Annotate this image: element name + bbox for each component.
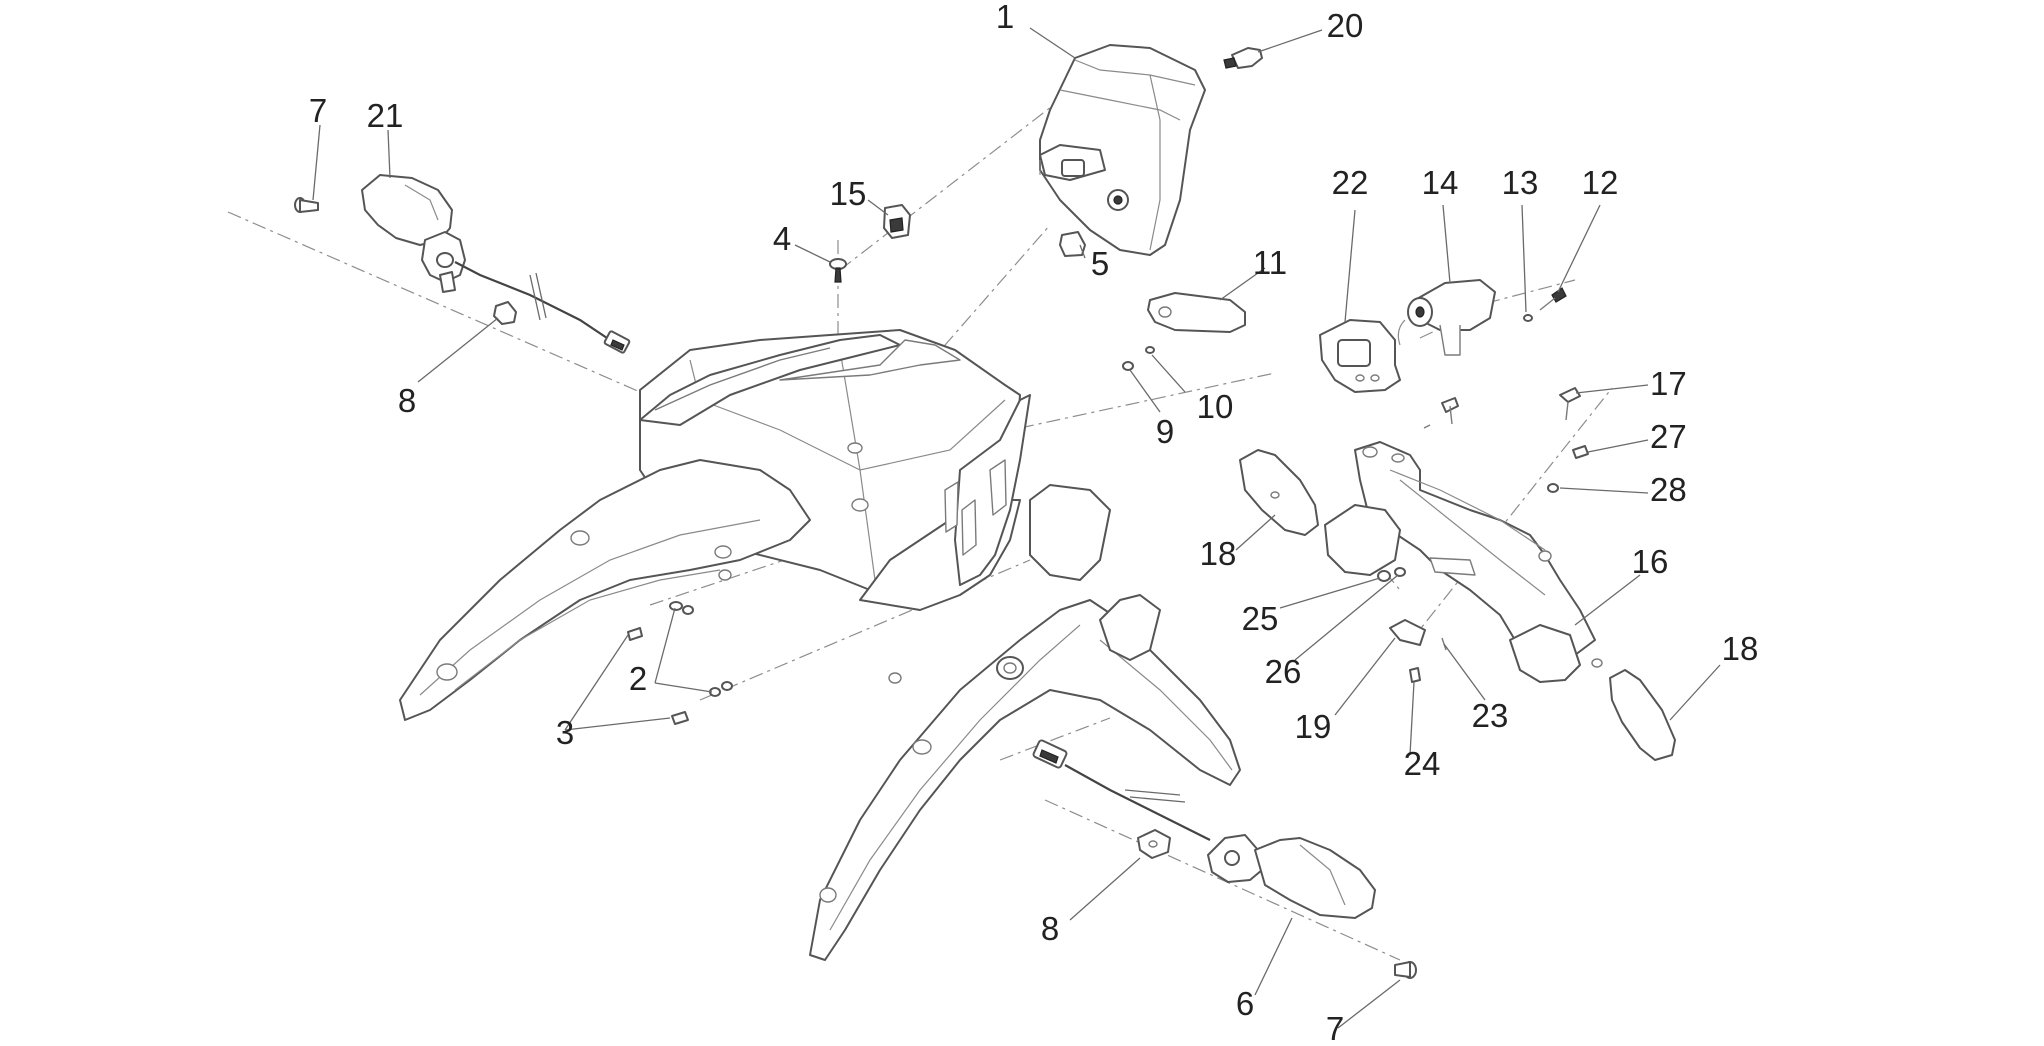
callout-4: 4 bbox=[773, 220, 791, 257]
clip-8-top bbox=[493, 301, 517, 325]
callout-7-bottom: 7 bbox=[1326, 1010, 1344, 1046]
turn-signal-left bbox=[361, 174, 631, 354]
screw-4 bbox=[829, 258, 847, 283]
callout-8: 8 bbox=[398, 382, 416, 419]
callout-8-bottom: 8 bbox=[1041, 910, 1059, 947]
assembly-lines bbox=[227, 99, 1613, 961]
rear-fender-body bbox=[399, 329, 1241, 961]
callout-22: 22 bbox=[1332, 164, 1369, 201]
license-plate-bracket-16 bbox=[1324, 441, 1603, 683]
license-light-housing-22 bbox=[1319, 319, 1401, 393]
reflector-lens-11 bbox=[1147, 292, 1246, 333]
screw-7-top bbox=[294, 197, 319, 213]
callout-28: 28 bbox=[1650, 471, 1687, 508]
clip-8-bottom bbox=[1137, 829, 1171, 859]
callout-18: 18 bbox=[1200, 535, 1237, 572]
washer-13-screw-12 bbox=[1523, 287, 1567, 322]
callout-18-right: 18 bbox=[1722, 630, 1759, 667]
callout-3: 3 bbox=[556, 714, 574, 751]
wire-break-marks bbox=[529, 272, 1186, 803]
callout-15: 15 bbox=[830, 175, 867, 212]
callout-26: 26 bbox=[1265, 653, 1302, 690]
tail-light bbox=[1039, 44, 1206, 256]
screw-7-bottom bbox=[1394, 961, 1417, 979]
callout-20: 20 bbox=[1327, 7, 1364, 44]
callout-25: 25 bbox=[1242, 600, 1279, 637]
callout-11: 11 bbox=[1253, 244, 1287, 281]
callout-21: 21 bbox=[367, 97, 404, 134]
connector-15 bbox=[883, 204, 911, 239]
callout-23: 23 bbox=[1472, 697, 1509, 734]
bulb bbox=[1223, 47, 1263, 69]
reflector-18-right bbox=[1609, 669, 1676, 761]
callout-24: 24 bbox=[1404, 745, 1441, 782]
turn-signal-right bbox=[1032, 739, 1376, 919]
license-light-14 bbox=[1397, 279, 1496, 356]
callout-13: 13 bbox=[1502, 164, 1539, 201]
callout-labels: 1 20 7 21 15 4 5 11 22 14 13 12 8 10 9 1… bbox=[309, 0, 1759, 1046]
leader-lines bbox=[312, 27, 1721, 1029]
clip-19 bbox=[1389, 619, 1426, 646]
reflector-18-left bbox=[1239, 449, 1319, 536]
clip-5 bbox=[1059, 231, 1086, 257]
callout-16: 16 bbox=[1632, 543, 1669, 580]
washers-2-screws-3 bbox=[627, 601, 733, 725]
bolts-under-license-light bbox=[1423, 397, 1459, 429]
callout-14: 14 bbox=[1422, 164, 1459, 201]
callout-9: 9 bbox=[1156, 413, 1174, 450]
pin-23-bolt-24 bbox=[1409, 637, 1447, 683]
callout-1: 1 bbox=[996, 0, 1014, 35]
callout-6: 6 bbox=[1236, 985, 1254, 1022]
screws-17-27-28 bbox=[1547, 387, 1589, 493]
nuts-9-10 bbox=[1122, 346, 1155, 371]
callout-17: 17 bbox=[1650, 365, 1687, 402]
callout-19: 19 bbox=[1295, 708, 1332, 745]
callout-7: 7 bbox=[309, 92, 327, 129]
callout-2: 2 bbox=[629, 660, 647, 697]
callout-12: 12 bbox=[1582, 164, 1619, 201]
nuts-25-26 bbox=[1377, 567, 1406, 582]
callout-10: 10 bbox=[1197, 388, 1234, 425]
callout-5: 5 bbox=[1091, 245, 1109, 282]
callout-27: 27 bbox=[1650, 418, 1687, 455]
